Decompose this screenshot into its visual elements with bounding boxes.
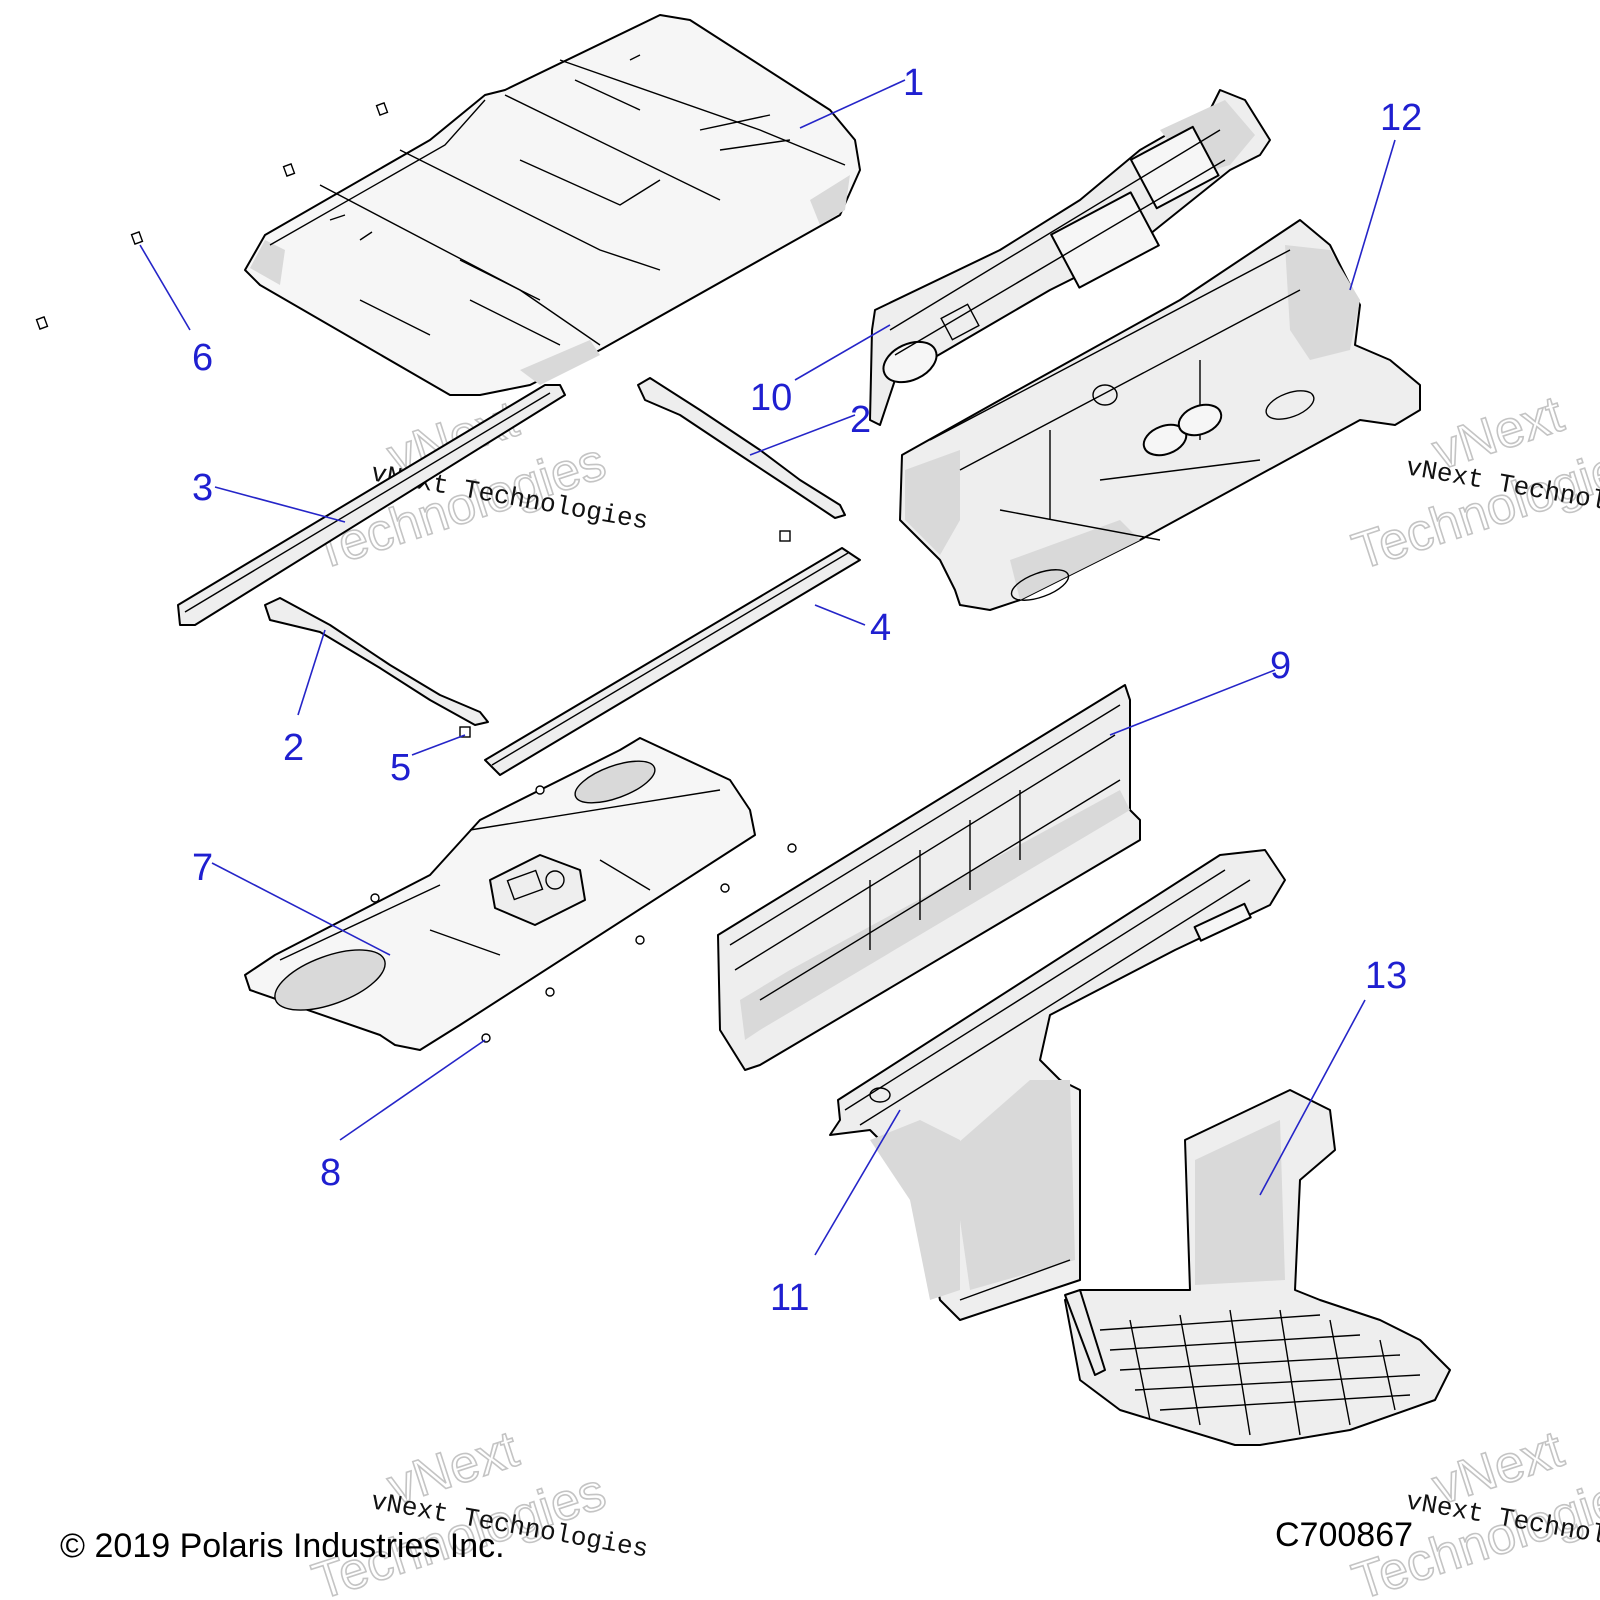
callout-2a: 2 (850, 399, 871, 441)
figure-code: C700867 (1275, 1516, 1413, 1554)
watermark-bottom-right: vNext Technologies vNext Technologies (1345, 1419, 1600, 1600)
callout-13: 13 (1365, 955, 1407, 997)
callout-12: 12 (1380, 97, 1422, 139)
leader-3 (214, 486, 346, 523)
leader-2b (297, 629, 326, 716)
leader-13 (1259, 999, 1366, 1196)
leader-lines (139, 79, 1396, 1256)
leader-8 (339, 1039, 486, 1141)
leader-11 (814, 1109, 901, 1256)
callout-8: 8 (320, 1152, 341, 1194)
callout-11: 11 (770, 1277, 809, 1319)
part-screws (35, 102, 389, 330)
callout-numbers: 1 2 2 3 4 5 6 7 8 9 10 11 12 13 (192, 62, 1422, 1319)
part-roof-rail-lower (264, 597, 489, 726)
watermark-bottom-left: vNext Technologies vNext Technologies (305, 1419, 650, 1600)
part-rear-panel (717, 684, 1141, 1071)
part-floor-assembly (899, 219, 1421, 611)
callout-2b: 2 (283, 727, 304, 769)
leader-2a (749, 414, 856, 456)
part-rear-tub (829, 849, 1286, 1321)
part-roof-rail-upper (637, 377, 846, 519)
callout-9: 9 (1270, 645, 1291, 687)
mat-grid (1099, 1309, 1421, 1436)
part-side-seal-strip (177, 384, 566, 626)
leader-5 (411, 734, 466, 756)
leader-9 (1109, 669, 1276, 736)
part-clip-2 (779, 530, 791, 542)
part-roof (244, 14, 861, 396)
watermark-top-left: vNext Technologies vNext Technologies (305, 389, 650, 582)
part-dash-frame (869, 89, 1271, 426)
callout-4: 4 (870, 607, 891, 649)
callout-10: 10 (750, 377, 792, 419)
callout-7: 7 (192, 847, 213, 889)
part-headliner-panel (244, 737, 756, 1051)
part-long-seal (484, 547, 861, 776)
part-clip (459, 726, 471, 738)
part-floor-mat (1064, 1089, 1451, 1446)
leader-6 (139, 244, 191, 331)
leader-12 (1349, 139, 1396, 291)
copyright-notice: © 2019 Polaris Industries Inc. (60, 1527, 505, 1565)
callout-6: 6 (192, 337, 213, 379)
leader-4 (814, 604, 866, 626)
callout-5: 5 (390, 747, 411, 789)
callout-1: 1 (903, 62, 924, 104)
leader-7 (211, 862, 391, 956)
leader-10 (794, 324, 891, 381)
leader-1 (799, 79, 906, 129)
callout-3: 3 (192, 467, 213, 509)
